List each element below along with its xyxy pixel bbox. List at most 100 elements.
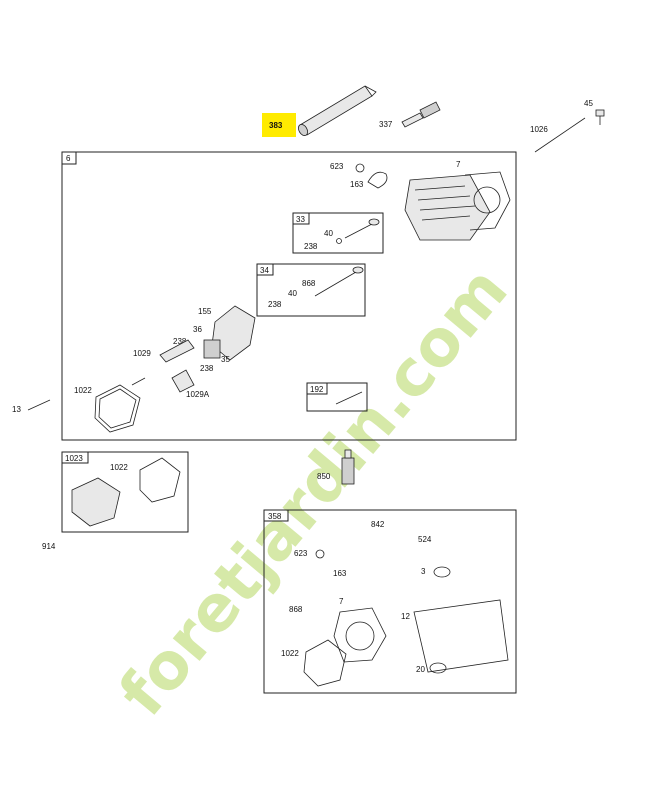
callout-163b: 163 [333, 569, 347, 578]
dipstick-1026: 1026 [530, 117, 586, 153]
valve-34-stem [314, 271, 357, 297]
callout-868b: 868 [289, 605, 303, 614]
callout-623b: 623 [294, 549, 308, 558]
sealant-bottle [341, 457, 355, 485]
valve-box-34-tag [256, 263, 274, 276]
breather-box-192 [306, 382, 368, 412]
head-gasket-7b [333, 607, 387, 663]
callout-1022c: 1022 [281, 649, 299, 658]
valve-box-34 [256, 263, 366, 317]
sealant-cap [344, 449, 352, 459]
tool-383: 383 [262, 85, 377, 137]
rocker-arm-1029a [171, 369, 195, 393]
breather-192-part [335, 391, 363, 405]
callout-358: 358 [268, 512, 282, 521]
keeper-40a [336, 238, 342, 244]
callout-13: 13 [12, 405, 21, 414]
tube-383-tip [364, 85, 377, 97]
callout-36: 36 [193, 325, 202, 334]
bolt-13-shaft [27, 399, 51, 411]
cover-gasket-1022b [139, 457, 181, 503]
callout-45: 45 [584, 99, 593, 108]
callout-40a: 40 [324, 229, 333, 238]
gasket-box-358-tag [263, 509, 289, 522]
spark-plug-337: 337 [379, 101, 441, 129]
watermark-text: foretjardin.com [106, 254, 523, 731]
cover-gasket-1022c [303, 639, 347, 687]
crankcase-gasket-12 [413, 599, 509, 673]
cover-gasket-1022 [94, 384, 141, 433]
bolt-13: 13 [12, 399, 51, 414]
screw-45: 45 [584, 99, 605, 125]
callout-3: 3 [421, 567, 426, 576]
callout-524: 524 [418, 535, 432, 544]
cover-box-1023 [61, 451, 189, 533]
cover-box-1023-tag [61, 451, 89, 464]
dipstick-1026-rod [534, 117, 586, 153]
cover-assembly-1023: 1023 1022 [61, 451, 189, 533]
callout-35: 35 [221, 355, 230, 364]
head-gasket-7-bore [473, 186, 501, 214]
callout-34: 34 [260, 266, 269, 275]
callout-238c: 238 [173, 337, 187, 346]
oil-seal-20 [429, 662, 447, 674]
callout-1026: 1026 [530, 125, 548, 134]
gasket-163 [367, 171, 388, 189]
bolt-1022 [131, 377, 146, 386]
callout-868: 868 [302, 279, 316, 288]
tube-383-end [298, 124, 308, 136]
callout-33: 33 [296, 215, 305, 224]
callout-914: 914 [42, 542, 56, 551]
cylinder-head-fins [414, 185, 476, 221]
gasket-box-358 [263, 509, 517, 694]
assembly-6-frame [61, 151, 517, 441]
callout-238b: 238 [268, 300, 282, 309]
tube-383-body [299, 85, 373, 136]
callout-20: 20 [416, 665, 425, 674]
assembly-6-tag [61, 151, 77, 165]
spark-plug-insulator [419, 101, 441, 119]
watermark: foretjardin.com [106, 254, 523, 731]
callout-1022: 1022 [74, 386, 92, 395]
callout-1022b: 1022 [110, 463, 128, 472]
spark-plug-body [401, 112, 424, 128]
head-gasket-7 [464, 171, 511, 231]
callout-238a: 238 [304, 242, 318, 251]
callout-238d: 238 [200, 364, 214, 373]
valve-34-head [352, 266, 364, 274]
cover-gasket-1022-inner [98, 388, 137, 429]
callout-383: 383 [269, 121, 283, 130]
callout-7: 7 [456, 160, 461, 169]
head-gasket-7b-bore [345, 621, 375, 651]
seal-623b [315, 549, 325, 559]
callout-850: 850 [317, 472, 331, 481]
assembly-6: 6 623 163 7 33 40 238 34 868 40 238 155 … [61, 151, 517, 441]
callout-12: 12 [401, 612, 410, 621]
valve-cover [71, 477, 121, 527]
callout-155: 155 [198, 307, 212, 316]
valve-33-head [368, 218, 380, 226]
sealant-850: 850 [317, 449, 355, 485]
valve-33-stem [344, 223, 373, 239]
callout-1029A: 1029A [186, 390, 210, 399]
callout-1023: 1023 [65, 454, 83, 463]
callout-1029: 1029 [133, 349, 151, 358]
callout-842: 842 [371, 520, 385, 529]
cylinder-head [404, 174, 491, 241]
callout-6: 6 [66, 154, 71, 163]
callout-623: 623 [330, 162, 344, 171]
oil-seal-3 [433, 566, 451, 578]
callout-7b: 7 [339, 597, 344, 606]
callout-337: 337 [379, 120, 393, 129]
callout-192: 192 [310, 385, 324, 394]
callout-40b: 40 [288, 289, 297, 298]
rocker-arm-1029 [159, 339, 195, 363]
valve-box-33 [292, 212, 384, 254]
valve-box-33-tag [292, 212, 310, 225]
breather-box-192-tag [306, 382, 328, 395]
callout-163: 163 [350, 180, 364, 189]
screw-45-head [595, 109, 605, 117]
valve-spring-36 [203, 339, 221, 359]
seal-623 [355, 163, 365, 173]
